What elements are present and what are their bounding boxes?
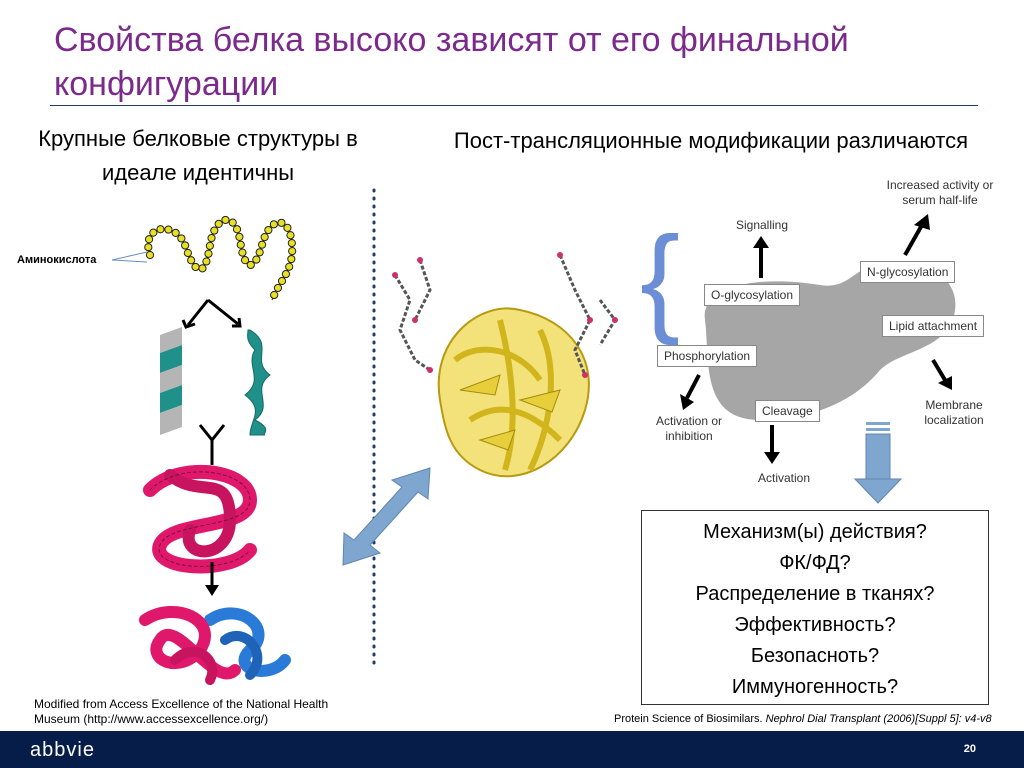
amino-acid-bead [171,228,180,237]
label-o-glycosylation: O-glycosylation [704,284,801,306]
amino-acid-bead [183,248,192,258]
right-heading: Пост-трансляционные модификации различаю… [453,128,969,153]
amino-acid-bead [164,225,173,234]
questions-box: Механизм(ы) действия? ФК/ФД? Распределен… [641,510,989,705]
amino-acid-bead [240,256,250,265]
amino-acid-bead [221,215,230,225]
amino-acid-bead [214,219,223,229]
amino-acid-bead [255,248,264,257]
amino-acid-bead [277,276,287,286]
abbvie-logo: abbvie [30,739,95,761]
amino-acid-bead [205,241,214,250]
amino-acid-bead [269,220,278,229]
merge-arrow-image [198,424,226,465]
title-divider [50,105,978,106]
amino-acid-bead [235,232,244,241]
amino-acid-bead [287,239,296,248]
amino-acid-bead [287,254,296,264]
amino-acid-bead [198,264,207,273]
amino-acid-bead [260,233,269,242]
double-arrow-image [342,467,431,566]
down-arrow-image [853,422,903,504]
amino-acid-bead [156,225,165,234]
amino-acid-bead [236,240,245,249]
label-membrane-localization: Membrane localization [924,398,984,427]
question-item: ФК/ФД? [779,552,851,574]
amino-acid-bead [202,257,211,266]
protein-3d-structure-image [392,252,618,478]
source-right: Protein Science of Biosimilars. Nephrol … [614,712,992,726]
amino-acid-chain-image [111,215,297,301]
question-item: Механизм(ы) действия? [703,521,927,543]
modification-arrows [685,224,947,455]
left-heading: Крупные белковые структуры в идеале иден… [38,126,358,185]
amino-acid-bead [181,241,190,250]
amino-acid-bead [252,255,261,264]
amino-acid-bead [145,250,155,260]
slide-title: Свойства белка высоко зависят от его фин… [54,21,849,103]
source-right-italic: Nephrol Dial Transplant (2006)[Suppl 5]:… [765,713,992,725]
label-increased-activity: Increased activity or serum half-life [886,178,994,207]
amino-acid-bead [285,262,294,271]
label-cleavage: Cleavage [755,400,820,422]
amino-acid-bead [246,260,255,270]
page-number: 20 [963,743,976,755]
amino-acid-bead [288,247,297,256]
label-signalling: Signalling [735,218,789,232]
label-activation-inhibition: Activation or inhibition [655,414,723,443]
amino-acid-bead [144,243,153,252]
amino-acid-bead [286,231,295,240]
question-item: Иммуногенность? [731,676,899,698]
bracket-symbol: { [640,212,680,346]
label-n-glycosylation: N-glycosylation [860,261,956,283]
amino-acid-bead [281,269,291,279]
footer-bar: abbvie 20 [0,731,1024,768]
question-item: Эффективность? [734,614,896,636]
amino-acid-bead [187,256,196,265]
amino-acid-bead [204,249,213,258]
amino-acid-bead [177,234,186,243]
amino-acid-bead [270,290,279,300]
amino-acid-bead [207,233,216,243]
question-item: Распределение в тканях? [695,583,935,605]
label-activation: Activation [757,471,811,485]
amino-acid-label: Аминокислота [17,254,97,266]
amino-acid-bead [238,248,247,257]
amino-acid-bead [257,240,267,249]
source-left: Modified from Access Excellence of the N… [34,697,329,726]
label-phosphorylation: Phosphorylation [657,345,758,367]
tertiary-structure-image [143,464,258,574]
beta-sheet-image [160,327,182,435]
amino-acid-bead [264,225,273,235]
amino-acid-bead [283,223,292,232]
quaternary-structure-image [139,606,291,685]
amino-acid-bead [210,226,219,235]
amino-acid-bead [232,225,242,234]
amino-acid-bead [149,228,158,237]
amino-acid-bead [144,235,154,244]
amino-acid-bead [191,262,200,272]
folding-arrows-image [181,298,242,329]
amino-acid-bead [277,218,286,227]
alpha-helix-ribbon-image [244,329,271,436]
question-item: Безопасноть? [750,645,880,667]
label-lipid-attachment: Lipid attachment [882,315,985,337]
source-right-plain: Protein Science of Biosimilars. [614,713,766,725]
amino-acid-bead [273,283,283,293]
amino-acid-bead [228,218,237,227]
